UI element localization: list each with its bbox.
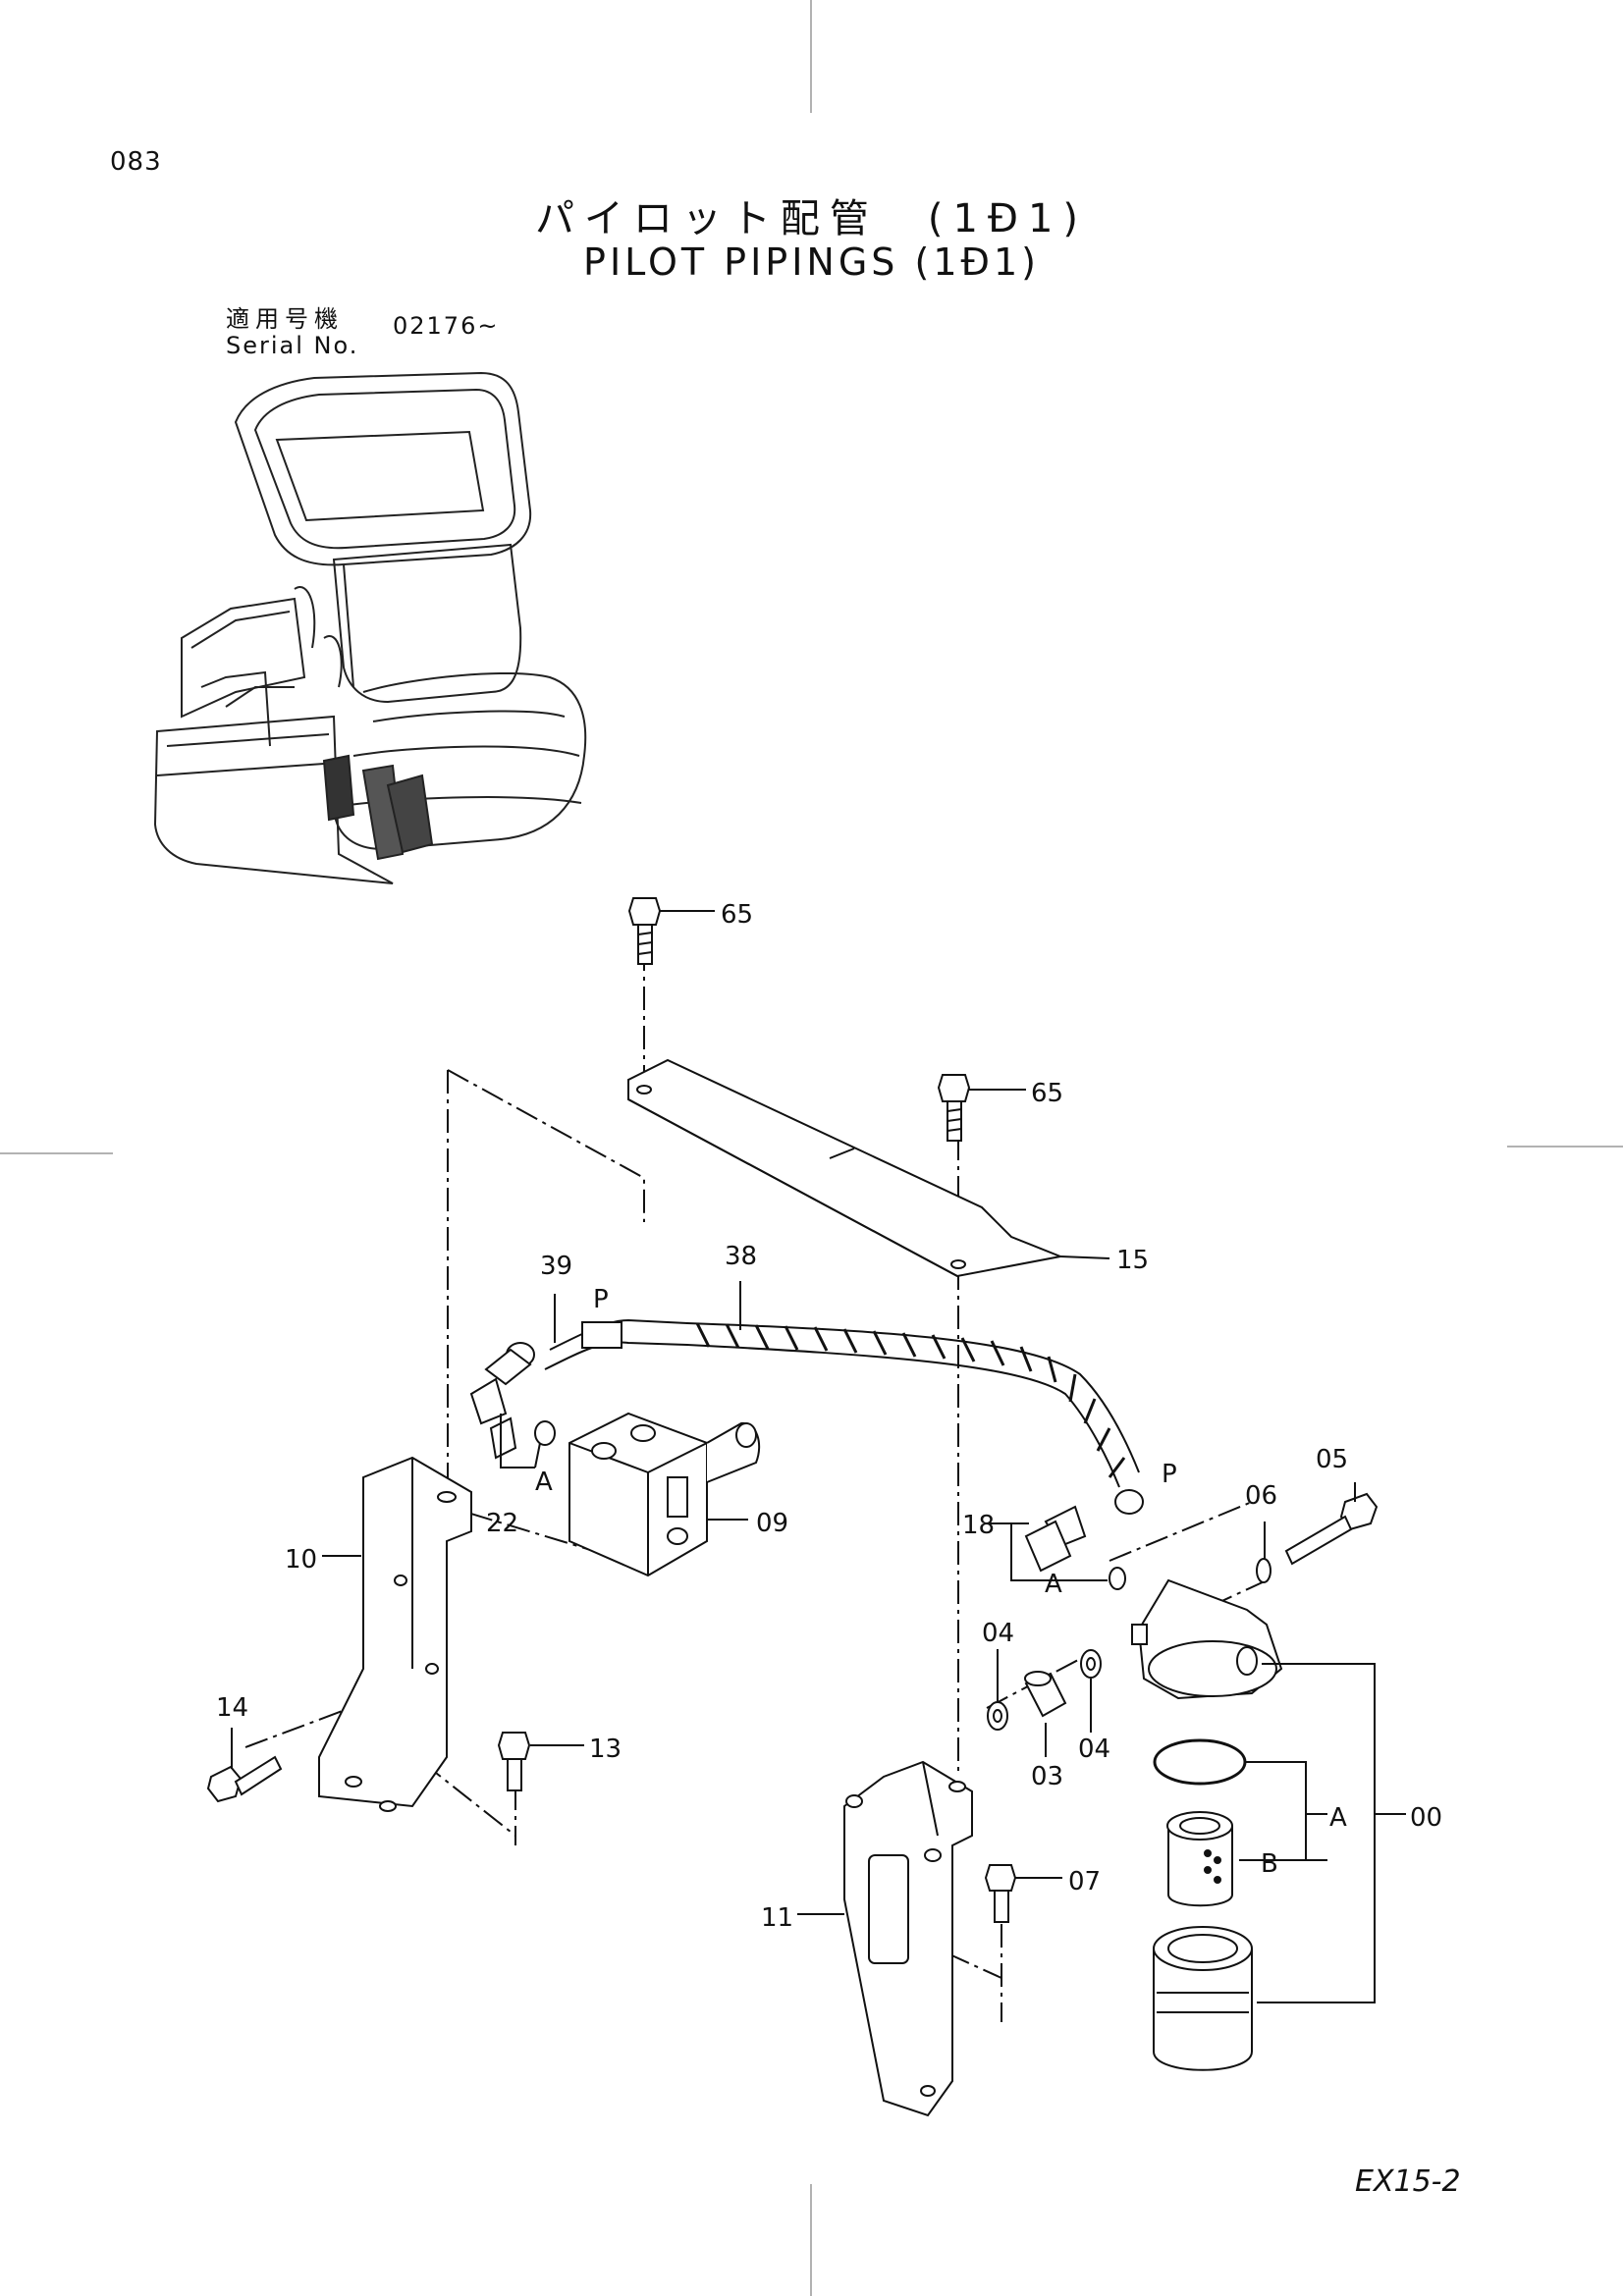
callout-38: 38 (725, 1242, 757, 1271)
serial-label-japanese: 適用号機 (226, 305, 344, 333)
bracket-11 (843, 1760, 973, 2117)
callout-03: 03 (1031, 1762, 1063, 1791)
serial-label-english: Serial No. (226, 332, 359, 359)
callout-14: 14 (216, 1693, 248, 1723)
callout-a-left: A (535, 1468, 553, 1497)
bolt-65-second (937, 1074, 971, 1142)
document-code: EX15-2 (1355, 2164, 1461, 2199)
bolt-14 (206, 1755, 283, 1803)
bolt-05 (1284, 1492, 1379, 1566)
callout-11: 11 (761, 1903, 793, 1933)
o-ring (1153, 1738, 1247, 1786)
callout-10: 10 (285, 1545, 317, 1575)
fitting-18 (1024, 1520, 1126, 1590)
title-english: PILOT PIPINGS (1Ð1) (583, 240, 1040, 284)
valve-block-09 (568, 1412, 761, 1577)
washer-04-right (1080, 1649, 1102, 1679)
plate-15 (627, 1058, 1064, 1278)
title-japanese: パイロット配管 (1Ð1) (534, 196, 1089, 241)
callout-09: 09 (756, 1509, 788, 1538)
serial-number-value: 02176~ (393, 312, 500, 340)
hose-38-39 (469, 1318, 1144, 1548)
callout-07: 07 (1068, 1867, 1101, 1896)
collar-03 (1024, 1671, 1067, 1718)
callout-p-right: P (1162, 1460, 1177, 1489)
washer-06 (1256, 1558, 1271, 1583)
washer-04-left (987, 1701, 1008, 1731)
callout-18: 18 (962, 1511, 995, 1540)
callout-leaders (231, 910, 1406, 2003)
callout-00: 00 (1410, 1803, 1442, 1833)
callout-06: 06 (1245, 1481, 1277, 1511)
callout-04-left: 04 (982, 1619, 1014, 1648)
callout-p-left: P (593, 1285, 609, 1314)
callout-65-top: 65 (721, 900, 753, 930)
filter-bowl (1153, 1926, 1253, 2071)
callout-39: 39 (540, 1252, 572, 1281)
callout-22: 22 (486, 1509, 518, 1538)
filter-head (1131, 1578, 1283, 1700)
bracket-10 (318, 1456, 472, 1812)
callout-b-group: B (1261, 1849, 1278, 1879)
callout-05: 05 (1316, 1445, 1348, 1474)
callout-a-right: A (1045, 1570, 1062, 1599)
page-number: 083 (110, 147, 162, 177)
callout-a-group: A (1329, 1803, 1347, 1833)
machine-overview-illustration (153, 371, 587, 884)
filter-element (1166, 1811, 1233, 1907)
callout-04-right: 04 (1078, 1735, 1110, 1764)
bolt-13 (497, 1732, 531, 1791)
callout-13: 13 (589, 1735, 622, 1764)
callout-labels: 65 65 15 39 38 P P 05 06 18 A A 22 09 10… (216, 900, 1442, 1933)
bolt-65-top (627, 897, 662, 965)
fitting-22 (489, 1416, 556, 1460)
bolt-07 (984, 1864, 1017, 1923)
callout-65-second: 65 (1031, 1079, 1063, 1108)
callout-15: 15 (1116, 1246, 1149, 1275)
